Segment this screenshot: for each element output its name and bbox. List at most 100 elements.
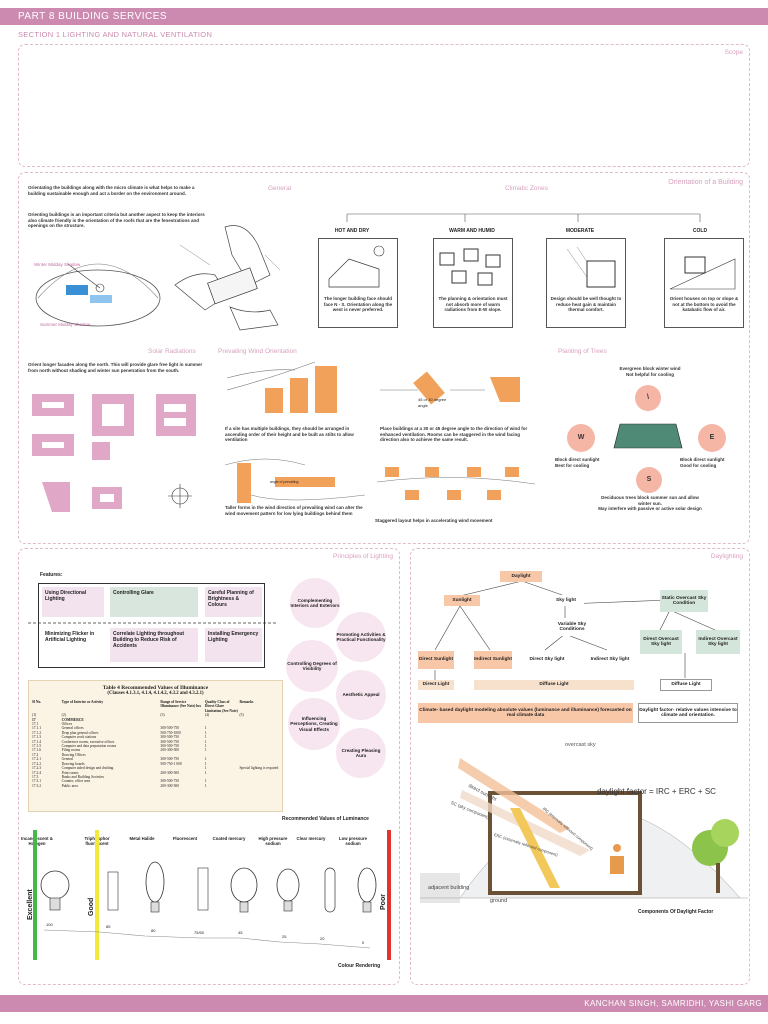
wind-text-3: Taller forms in the wind direction of pr… bbox=[225, 505, 363, 516]
table-cell: 1 bbox=[204, 779, 207, 784]
sun-path-diagram bbox=[35, 263, 161, 327]
cri-value: 75/50 bbox=[194, 930, 205, 935]
trees-west-text: Block direct sunlight Best for cooling bbox=[555, 457, 600, 468]
trees-title: Planting of Trees bbox=[558, 348, 607, 355]
climatic-zones-connector bbox=[346, 213, 701, 222]
diagram-adjacent-label: adjacent building bbox=[428, 885, 470, 891]
principle-complementing: Complementing Interiors and Exteriors bbox=[290, 578, 340, 628]
node-diffuse-light: Diffuse Light bbox=[474, 680, 634, 690]
wind-text-1: If a site has multiple buildings, they s… bbox=[225, 426, 354, 443]
node-indirect-sunlight: Indirect Sunlight bbox=[474, 651, 512, 669]
table-cell: 17.2.1 bbox=[32, 757, 41, 762]
orientation-title: Orientation of a Building bbox=[668, 179, 743, 186]
table-cell: 300-500-750 bbox=[160, 757, 179, 762]
table-cell: Filing rooms bbox=[61, 748, 81, 753]
principle-perceptions: Influencing Perceptions, Creating Visual… bbox=[288, 698, 340, 750]
table-cell: (4) bbox=[204, 713, 210, 718]
daylighting-title: Daylighting bbox=[710, 553, 743, 560]
wind-angle-diagram bbox=[380, 371, 520, 405]
tree-north-marker: \ bbox=[635, 385, 661, 411]
zone-hot-dry-heading: HOT AND DRY bbox=[334, 228, 370, 234]
features-frame bbox=[38, 583, 265, 668]
scale-poor: Poor bbox=[380, 894, 387, 910]
table-cell: (1) bbox=[32, 713, 37, 718]
tree-west-marker: W bbox=[567, 424, 595, 452]
climatic-zones-label: Climatic Zones bbox=[505, 185, 548, 192]
cri-value: 100 bbox=[46, 922, 53, 927]
table-cell: 17.2 bbox=[32, 752, 39, 757]
orientation-para-2: Orienting buildings is an important crit… bbox=[28, 212, 205, 229]
node-indirect-skylight: Indirect Sky light bbox=[590, 651, 630, 669]
cri-value: 85 bbox=[106, 924, 111, 929]
table-cell: Sl No. bbox=[32, 700, 42, 704]
lamp-label: High pressure sodium bbox=[258, 836, 288, 846]
feature-directional: Using Directional Lighting bbox=[42, 587, 104, 617]
table-cell: Special lighting is required bbox=[239, 766, 279, 771]
table-cell: 300-500-750 bbox=[160, 739, 179, 744]
table-cell: 200-300-500 bbox=[160, 783, 179, 788]
node-direct-skylight: Direct Sky light bbox=[528, 651, 566, 669]
wind-text-2: Place buildings at a 30 or 45 degree ang… bbox=[380, 426, 528, 443]
feature-glare: Controlling Glare bbox=[110, 587, 198, 617]
scope-title: Scope bbox=[724, 49, 743, 56]
table-cell: 200-300-500 bbox=[160, 748, 179, 753]
wind-prevailing-label: angle of prevailing bbox=[270, 480, 299, 484]
wind-title: Prevailing Wind Orientation bbox=[218, 348, 297, 355]
table-cell: 1 bbox=[204, 726, 207, 731]
node-direct-overcast: Direct Overcast Sky light bbox=[640, 630, 682, 654]
node-indirect-overcast: Indirect Overcast Sky light bbox=[696, 630, 740, 654]
staggered-layout-diagram bbox=[376, 467, 536, 500]
diagram-formula: daylight factor = IRC + ERC + SC bbox=[597, 787, 716, 796]
node-sunlight: Sunlight bbox=[444, 595, 480, 606]
table-cell: 300-500-750 bbox=[160, 779, 179, 784]
table-cell: 17.1 bbox=[32, 722, 39, 727]
table-cell: 17.1.5 bbox=[32, 744, 41, 749]
trees-east-text: Block direct sunlight Good for cooling bbox=[680, 457, 725, 468]
lamp-bulbs bbox=[40, 861, 377, 913]
warm-humid-cluster-icon bbox=[439, 248, 501, 286]
node-static-overcast: Static Overcast Sky Condition bbox=[660, 590, 708, 612]
angle-label: 45 or 30 degree bbox=[418, 397, 447, 402]
table-cell: 17.2.2 bbox=[32, 761, 41, 766]
wind-tall-form-diagram bbox=[225, 458, 366, 503]
zone-warm-humid-card bbox=[433, 238, 513, 328]
table-cell: Public area bbox=[61, 783, 78, 788]
footer-bar: KANCHAN SINGH, SAMRIDHI, YASHI GARG bbox=[0, 995, 768, 1012]
colour-rendering-label: Colour Rendering bbox=[338, 963, 381, 969]
table-cell: 1 bbox=[204, 770, 207, 775]
node-daylight: Daylight bbox=[500, 571, 542, 582]
table-title: Table 4 Recommended Values of Illuminanc… bbox=[102, 685, 209, 691]
daylight-factor-diagram bbox=[420, 758, 748, 903]
zone-moderate-text: Design should be well thought to reduce … bbox=[550, 296, 622, 313]
table-cell: COMMERCE bbox=[61, 717, 84, 722]
general-label: General bbox=[268, 185, 292, 192]
table-cell: (5) bbox=[239, 713, 244, 718]
trees-south-text: Deciduous trees block summer sun and all… bbox=[598, 495, 702, 512]
illuminance-table: Table 4 Recommended Values of Illuminanc… bbox=[28, 680, 283, 812]
table-cell: Offices bbox=[61, 722, 73, 727]
table-cell: Quality Class of Direct Glare Limitation… bbox=[204, 700, 238, 713]
table-cell: 300-500-750 bbox=[160, 744, 179, 749]
table-cell: 17.1.1 bbox=[32, 726, 41, 731]
cri-value: 20 bbox=[320, 936, 325, 941]
table-cell: Computer and data preparation rooms bbox=[61, 744, 117, 749]
trees-north-text: Evergreen block winter wind Not helpful … bbox=[619, 366, 681, 377]
table-cell: Conference rooms, executive offices bbox=[61, 739, 115, 744]
zone-warm-humid-heading: WARM AND HUMID bbox=[449, 228, 495, 234]
lamp-label: Coated mercury bbox=[212, 836, 246, 841]
solar-text: Orient longer facades along the north. T… bbox=[28, 362, 203, 373]
table-cell: General offices bbox=[61, 726, 84, 731]
table-cell: Drawing boards bbox=[61, 761, 85, 766]
building-plan-icon bbox=[613, 423, 683, 449]
table-cell: Remarks bbox=[239, 700, 254, 704]
table-cell: 17.3.2 bbox=[32, 783, 41, 788]
zone-moderate-card bbox=[546, 238, 626, 328]
lamp-label: Metal Halide bbox=[129, 836, 155, 841]
table-cell: Range of Service Illuminance (See Note) … bbox=[160, 700, 202, 709]
feature-brightness: Careful Planning of Brightness & Colours bbox=[205, 587, 262, 617]
node-factor-note: Daylight factor- relative values intensi… bbox=[638, 703, 738, 723]
table-cell: Banks and Building Societies bbox=[61, 774, 105, 779]
